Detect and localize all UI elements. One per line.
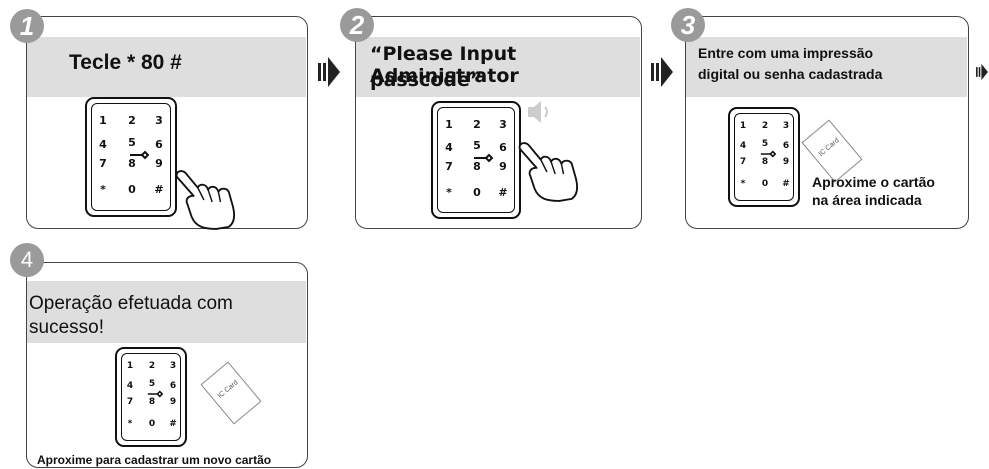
key-hash: # <box>782 179 790 189</box>
key-hash: # <box>498 186 508 199</box>
step-3-title-line1: Entre com uma impressão <box>698 45 874 61</box>
key-6: 6 <box>169 381 177 391</box>
key-5: 5 <box>128 136 136 149</box>
key-9: 9 <box>169 397 177 407</box>
key-hash: # <box>154 183 164 196</box>
keypad: 1 2 3 4 5 6 7 8 9 * 0 # <box>85 97 177 217</box>
fingerprint-icon <box>147 390 163 398</box>
key-7: 7 <box>126 397 134 407</box>
key-2: 2 <box>473 118 481 131</box>
step-2-title-line1: “Please Input Administrator <box>370 43 519 87</box>
ic-card-icon: IC Card <box>200 361 262 425</box>
key-2: 2 <box>128 114 136 127</box>
key-1: 1 <box>445 118 453 131</box>
key-1: 1 <box>126 361 134 371</box>
step-3-badge: 3 <box>671 8 705 42</box>
key-5: 5 <box>148 379 156 389</box>
key-hash: # <box>169 419 177 429</box>
key-star: * <box>100 183 106 196</box>
step-4-panel: Operação efetuada com sucesso! 1 2 3 4 5… <box>26 262 308 468</box>
key-1: 1 <box>739 121 747 131</box>
key-1: 1 <box>99 114 107 127</box>
fingerprint-icon <box>130 150 149 160</box>
step-2-title-line2: passcode” <box>370 69 483 91</box>
hand-press-icon <box>175 170 236 230</box>
step-2-panel: “Please Input Administrator passcode” 1 … <box>355 16 642 229</box>
key-star: * <box>446 186 452 199</box>
key-2: 2 <box>148 361 156 371</box>
key-3: 3 <box>499 118 507 131</box>
key-5: 5 <box>473 139 481 152</box>
key-8: 8 <box>761 157 769 167</box>
step-1-title: Tecle * 80 # <box>69 51 182 74</box>
key-9: 9 <box>155 157 163 170</box>
step-3-banner <box>686 37 967 97</box>
fingerprint-icon <box>760 150 776 158</box>
key-7: 7 <box>739 157 747 167</box>
keypad: 1 2 3 4 5 6 7 8 9 * 0 # <box>728 107 800 207</box>
key-4: 4 <box>445 141 453 154</box>
key-8: 8 <box>473 160 481 173</box>
ic-card-label: IC Card <box>817 137 841 158</box>
key-star: * <box>127 419 133 429</box>
key-0: 0 <box>761 179 769 189</box>
step-2-banner <box>356 37 640 97</box>
keypad: 1 2 3 4 5 6 7 8 9 * 0 # <box>431 101 521 219</box>
key-star: * <box>740 179 746 189</box>
step-3-title-line2: digital ou senha cadastrada <box>698 66 883 82</box>
step-4-badge: 4 <box>10 243 44 277</box>
key-9: 9 <box>499 160 507 173</box>
key-8: 8 <box>148 397 156 407</box>
step-1-badge: 1 <box>10 9 44 43</box>
key-3: 3 <box>155 114 163 127</box>
step-4-banner <box>27 281 306 343</box>
speaker-icon <box>528 101 548 123</box>
key-7: 7 <box>445 160 453 173</box>
key-6: 6 <box>499 141 507 154</box>
key-6: 6 <box>155 138 163 151</box>
key-4: 4 <box>739 141 747 151</box>
step-1-panel: Tecle * 80 # 1 2 3 4 5 6 7 8 9 * 0 # <box>26 16 308 230</box>
ic-card-label: IC Card <box>216 379 240 400</box>
step-3-caption-line2: na área indicada <box>812 192 922 208</box>
key-3: 3 <box>782 121 790 131</box>
key-7: 7 <box>99 157 107 170</box>
key-4: 4 <box>99 138 107 151</box>
hand-press-icon <box>518 142 579 202</box>
key-6: 6 <box>782 141 790 151</box>
step-4-title-line1: Operação efetuada com <box>29 293 233 314</box>
keypad: 1 2 3 4 5 6 7 8 9 * 0 # <box>115 347 187 447</box>
key-0: 0 <box>128 183 136 196</box>
step-4-caption: Aproxime para cadastrar um novo cartão <box>37 453 272 467</box>
key-0: 0 <box>473 186 481 199</box>
key-8: 8 <box>128 157 136 170</box>
step-1-banner <box>27 37 306 97</box>
key-2: 2 <box>761 121 769 131</box>
step-4-title-line2: sucesso! <box>29 317 104 338</box>
key-3: 3 <box>169 361 177 371</box>
step-arrow-icon <box>651 57 673 87</box>
key-9: 9 <box>782 157 790 167</box>
step-3-caption-line1: Aproxime o cartão <box>812 174 935 190</box>
step-2-badge: 2 <box>340 8 374 42</box>
key-0: 0 <box>148 419 156 429</box>
fingerprint-icon <box>474 153 493 163</box>
step-arrow-icon <box>318 57 340 87</box>
step-3-panel: Entre com uma impressão digital ou senha… <box>685 16 969 229</box>
key-5: 5 <box>761 139 769 149</box>
step-arrow-icon <box>976 63 988 81</box>
key-4: 4 <box>126 381 134 391</box>
